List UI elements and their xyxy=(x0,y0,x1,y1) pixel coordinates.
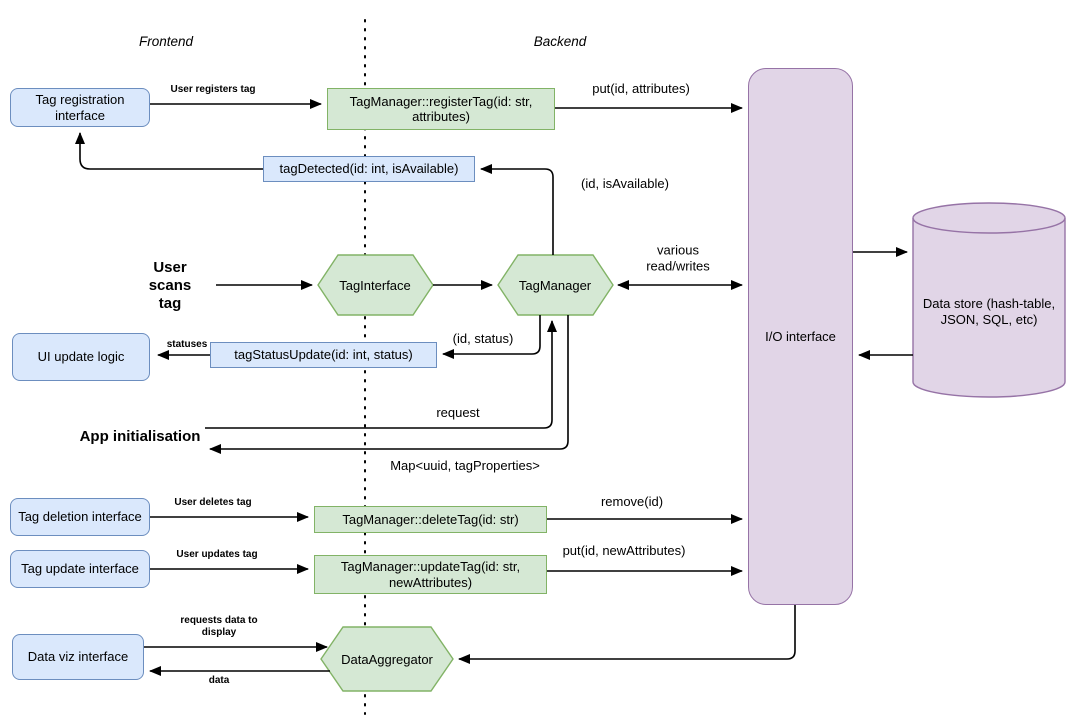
edge-label-data: data xyxy=(208,675,230,686)
node-data-viz-interface: Data viz interface xyxy=(12,634,144,680)
hexagon-label-data-aggregator: DataAggregator xyxy=(341,652,433,668)
node-register-tag-method: TagManager::registerTag(id: str, attribu… xyxy=(327,88,555,130)
edge-label-id-is-available: (id, isAvailable) xyxy=(581,176,669,192)
region-label-frontend: Frontend xyxy=(138,33,194,49)
edge-label-request: request xyxy=(436,405,480,421)
edge-label-put-id-new-attributes: put(id, newAttributes) xyxy=(562,543,686,559)
node-io-interface: I/O interface xyxy=(748,68,853,605)
edge-label-user-registers-tag: User registers tag xyxy=(170,84,256,95)
node-tag-detected-event: tagDetected(id: int, isAvailable) xyxy=(263,156,475,182)
data-store-label: Data store (hash-table, JSON, SQL, etc) xyxy=(922,296,1056,327)
edge-label-remove-id: remove(id) xyxy=(600,494,664,510)
hexagon-label-tag-manager: TagManager xyxy=(518,278,592,294)
edge-label-user-updates-tag: User updates tag xyxy=(176,549,258,560)
data-store-cylinder-rim xyxy=(912,217,1066,234)
edge-label-put-id-attributes: put(id, attributes) xyxy=(592,81,690,97)
actor-app-initialisation: App initialisation xyxy=(79,428,201,445)
node-update-tag-method: TagManager::updateTag(id: str, newAttrib… xyxy=(314,555,547,594)
edge-tag-detected-to-registration xyxy=(75,132,263,170)
edge-label-various-read-writes: various read/writes xyxy=(646,242,710,273)
actor-user-scans-tag: User scans tag xyxy=(148,259,192,312)
edge-io-to-aggregator xyxy=(458,605,796,664)
node-tag-status-update-event: tagStatusUpdate(id: int, status) xyxy=(210,342,437,368)
node-ui-update-logic: UI update logic xyxy=(12,333,150,381)
node-delete-tag-method: TagManager::deleteTag(id: str) xyxy=(314,506,547,533)
node-tag-registration-interface: Tag registration interface xyxy=(10,88,150,127)
edge-label-map-uuid-tag-properties: Map<uuid, tagProperties> xyxy=(390,458,540,474)
node-tag-deletion-interface: Tag deletion interface xyxy=(10,498,150,536)
node-tag-update-interface: Tag update interface xyxy=(10,550,150,588)
edge-label-user-deletes-tag: User deletes tag xyxy=(174,497,252,508)
edge-label-statuses: statuses xyxy=(166,339,208,350)
region-label-backend: Backend xyxy=(533,33,587,49)
edge-label-id-status: (id, status) xyxy=(452,331,514,347)
hexagon-label-tag-interface: TagInterface xyxy=(339,278,411,294)
edge-tag-manager-map-to-app-init xyxy=(209,315,569,454)
edge-tag-manager-to-tag-detected xyxy=(480,164,554,255)
edge-label-requests-data-to-display: requests data to display xyxy=(180,615,258,638)
